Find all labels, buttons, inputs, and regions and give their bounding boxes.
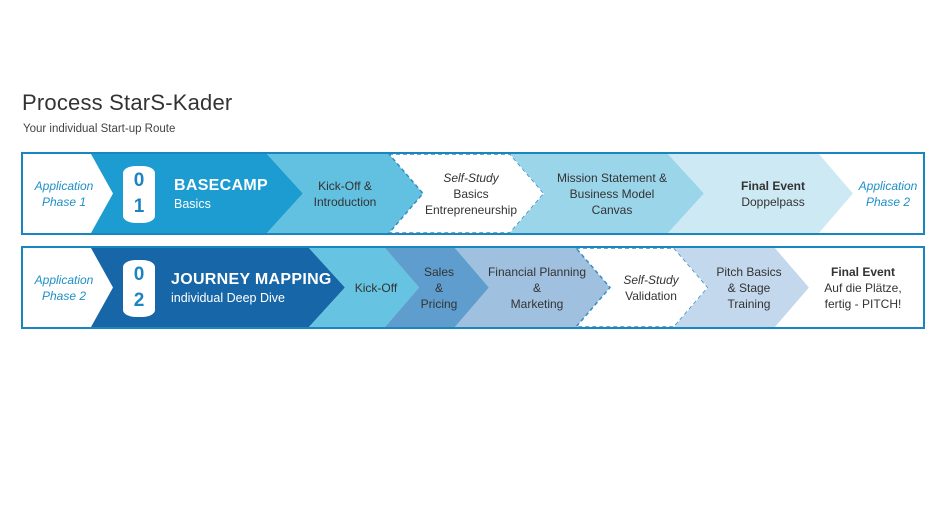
number-cylinder: [123, 166, 155, 223]
step-kickoff: Kick-Off &Introduction: [313, 178, 377, 209]
step-final-event: Final Event Auf die Plätze,fertig - PITC…: [824, 264, 902, 311]
arrow-entry-application: [23, 248, 113, 327]
arrow-entry-application: [23, 154, 113, 233]
arrow-step-pitch: [674, 248, 809, 327]
module-subtitle: Basics: [174, 196, 211, 211]
arrow-step-final-event: [668, 154, 853, 233]
module-name: JOURNEY MAPPING: [171, 270, 332, 288]
row-arrows-basecamp: [23, 154, 923, 233]
row-arrows-journey-mapping: [23, 248, 923, 327]
page-title: Process StarS-Kader: [22, 90, 233, 115]
arrow-exit-application: [819, 154, 923, 233]
arrow-step-financial: [455, 248, 610, 327]
arrow-step-mission: [510, 154, 704, 233]
step-final-event: Final Event Doppelpass: [740, 178, 805, 209]
step-kickoff: Kick-Off: [354, 280, 398, 295]
arrow-step-self-study: [388, 154, 545, 233]
step-sales-pricing: Sales&Pricing: [420, 264, 458, 311]
arrow-step-sales: [385, 248, 489, 327]
arrow-step-final-event: [775, 248, 923, 327]
arrow-step-self-study: [575, 248, 709, 327]
arrow-step-kickoff: [267, 154, 423, 233]
module-subtitle: individual Deep Dive: [171, 290, 285, 305]
arrow-step-kickoff: [309, 248, 419, 327]
number-cylinder: [123, 260, 155, 317]
module-name: BASECAMP: [174, 176, 268, 194]
step-self-study: Self-Study Validation: [623, 272, 679, 303]
step-financial-planning: Financial Planning&Marketing: [487, 264, 587, 311]
module-badge: BASECAMP Basics: [174, 154, 268, 233]
module-badge: JOURNEY MAPPING individual Deep Dive: [171, 248, 332, 327]
page-subtitle: Your individual Start-up Route: [23, 123, 176, 135]
